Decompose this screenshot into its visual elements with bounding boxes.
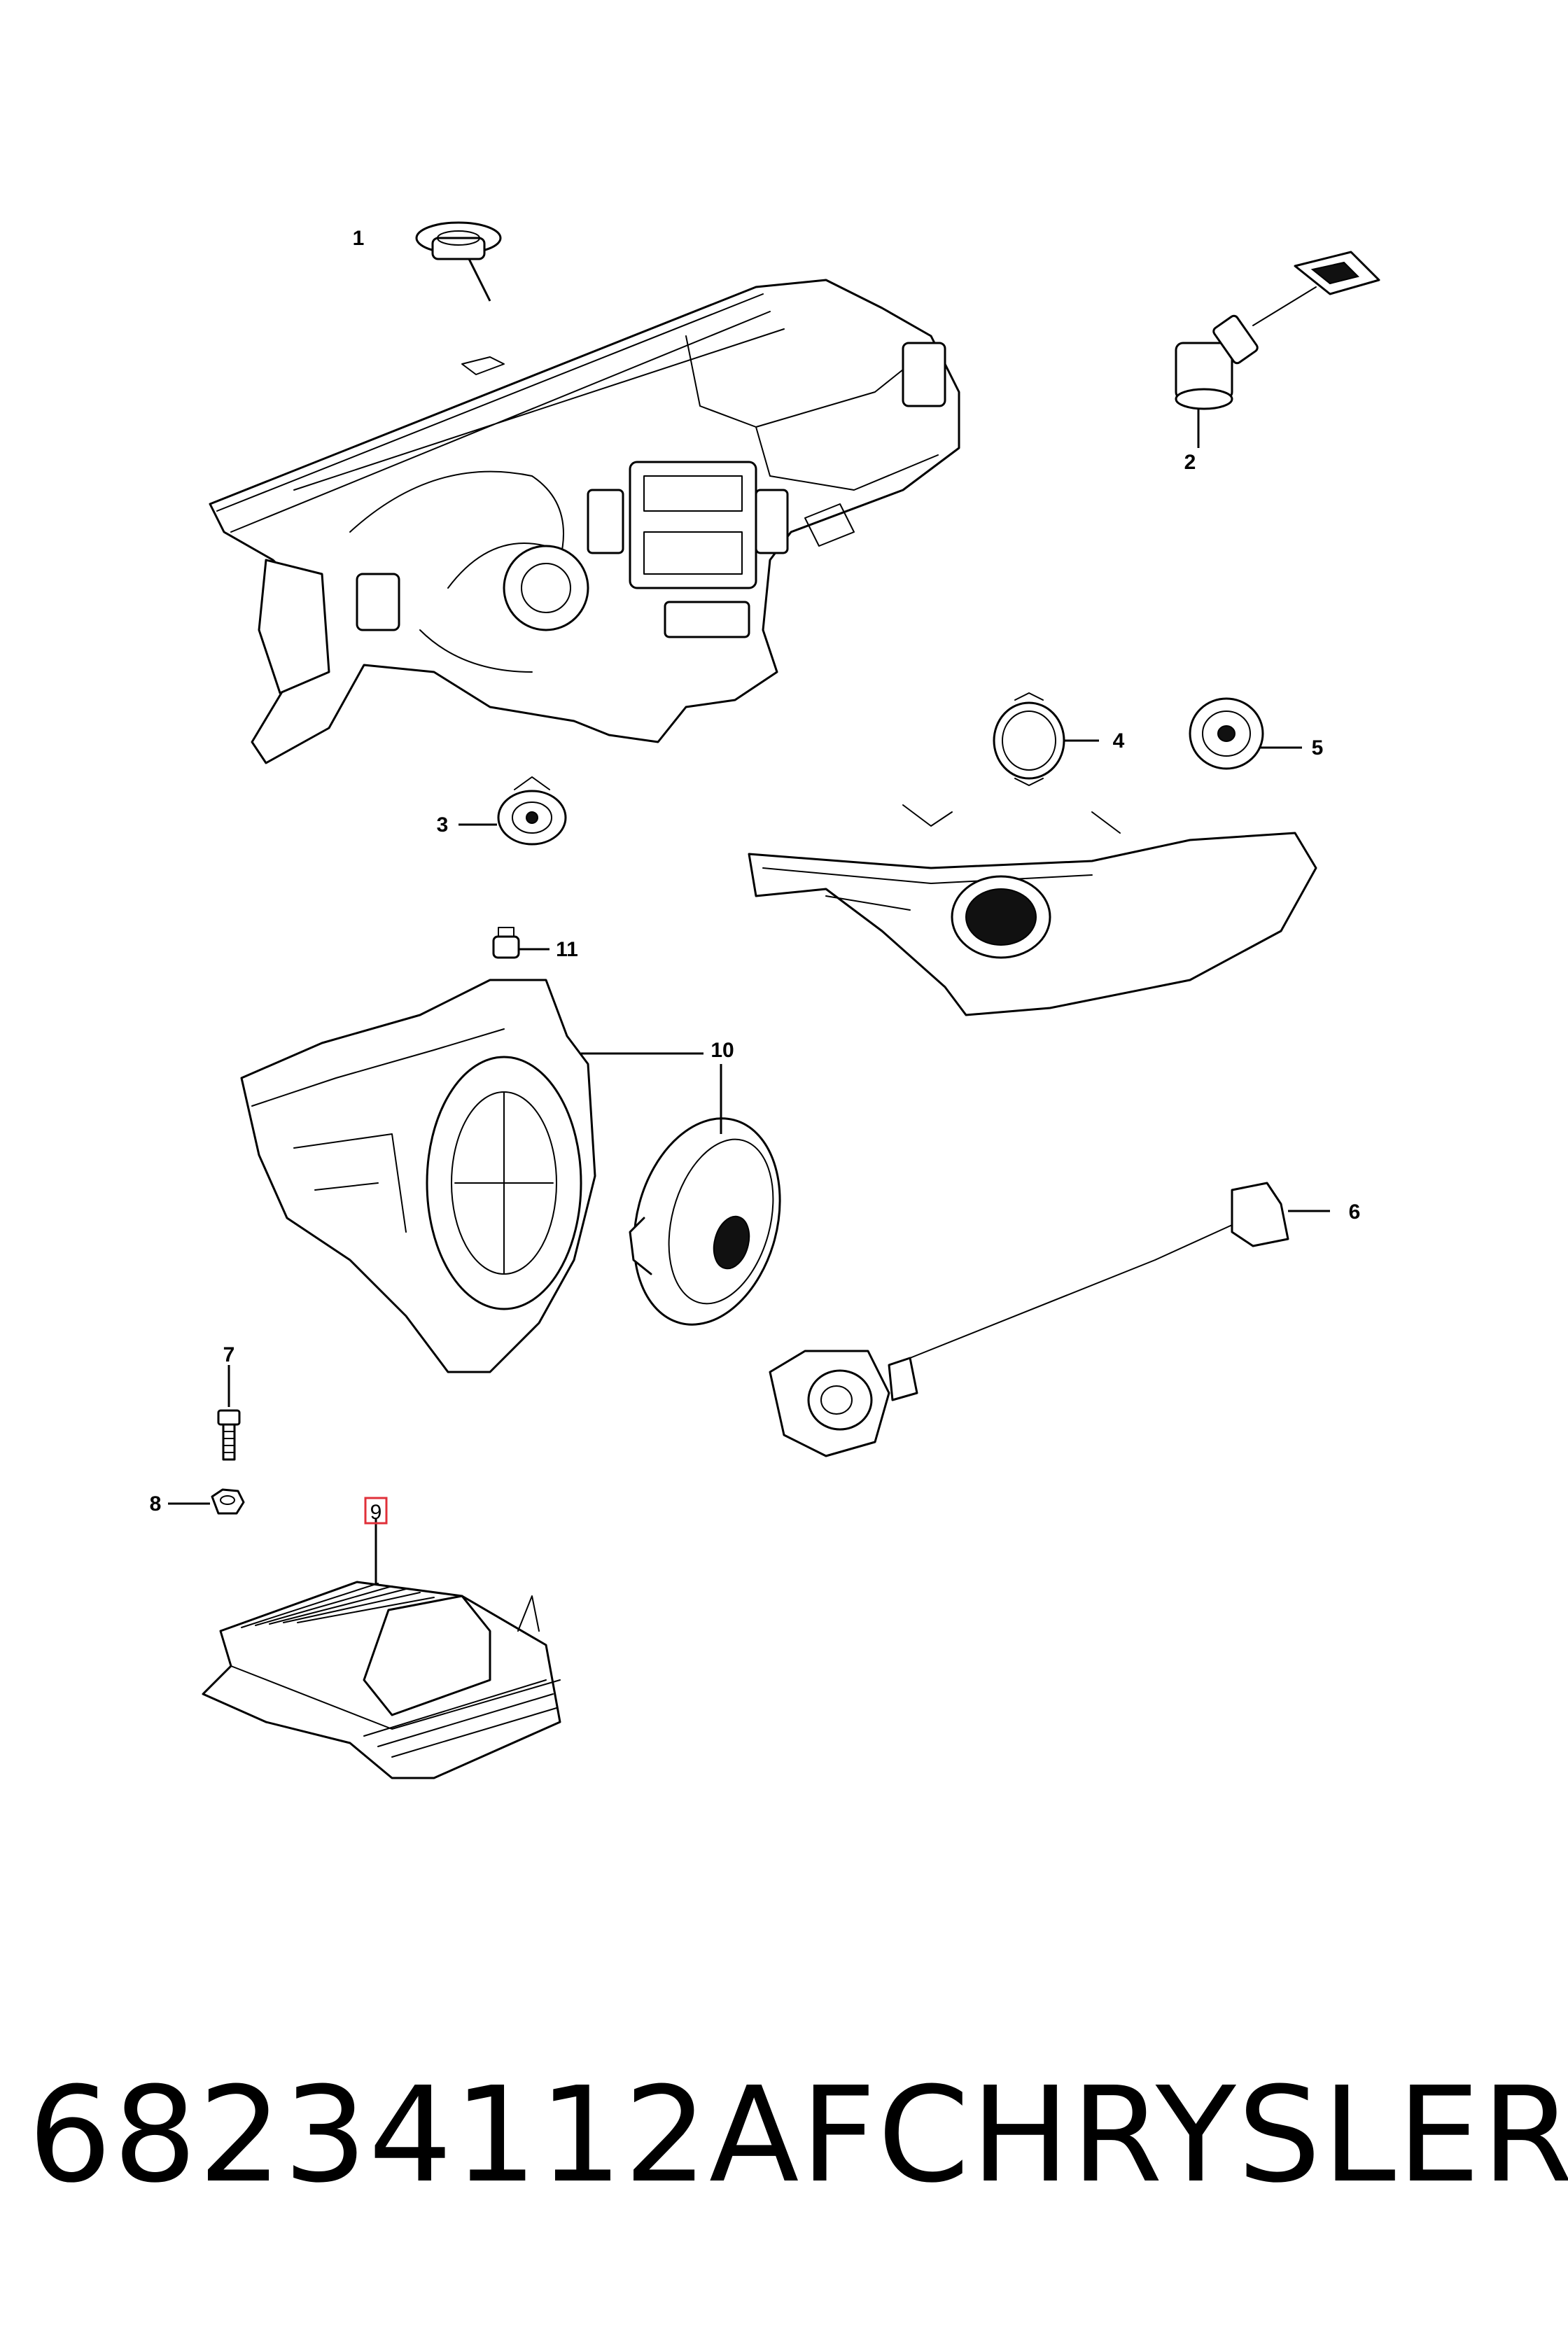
part-8-nut bbox=[168, 1488, 245, 1515]
instrument-panel-illustration bbox=[209, 279, 960, 764]
callout-7: 7 bbox=[223, 1343, 235, 1366]
callout-4: 4 bbox=[1113, 729, 1125, 752]
part-3-speaker bbox=[458, 776, 567, 846]
callout-5: 5 bbox=[1312, 736, 1324, 760]
part-1-dash-speaker bbox=[415, 221, 502, 302]
rear-trim-panel-illustration bbox=[748, 804, 1317, 1016]
callout-labels: 1 2 3 4 5 6 7 8 9 10 11 bbox=[150, 227, 1361, 1525]
part-2-tweeter bbox=[1175, 251, 1380, 448]
brand-name: CHRYSLER bbox=[877, 2058, 1568, 2212]
callout-9: 9 bbox=[370, 1501, 382, 1524]
part-4-grille bbox=[993, 692, 1099, 786]
callout-10: 10 bbox=[710, 1039, 734, 1062]
part-11-clip bbox=[492, 927, 550, 959]
callout-3: 3 bbox=[437, 813, 449, 836]
callout-2: 2 bbox=[1184, 451, 1196, 474]
part-10-speaker-enclosure bbox=[240, 979, 704, 1373]
part-number: 68234112AF bbox=[28, 2058, 878, 2212]
part-7-bolt bbox=[217, 1365, 241, 1461]
woofer-speaker-illustration bbox=[629, 1064, 781, 1326]
part-5-speaker bbox=[1189, 697, 1302, 770]
callout-11: 11 bbox=[556, 938, 578, 961]
callout-1: 1 bbox=[353, 227, 365, 250]
callout-8: 8 bbox=[150, 1492, 162, 1516]
callout-9-highlight bbox=[364, 1497, 388, 1525]
callout-6: 6 bbox=[1349, 1200, 1361, 1224]
part-9-amplifier bbox=[202, 1519, 561, 1779]
part-6-speaker-harness bbox=[769, 1182, 1330, 1457]
caption: 68234112AF CHRYSLER bbox=[28, 2051, 1568, 2219]
